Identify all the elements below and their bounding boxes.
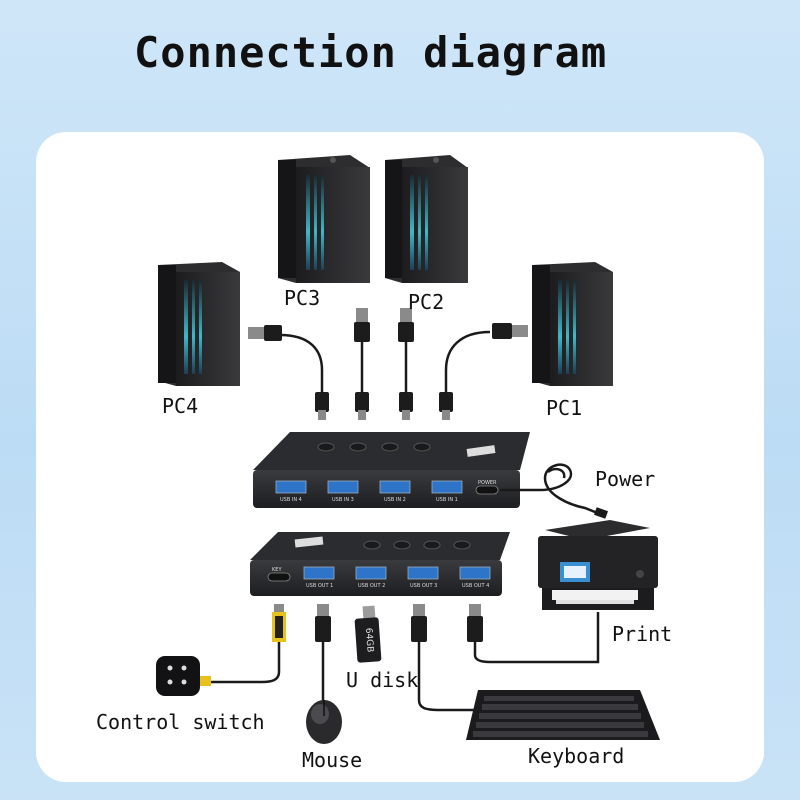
peripheral-plug-icons [272, 604, 483, 642]
port-label-power: POWER [478, 480, 497, 486]
port-label-in1: USB IN 1 [436, 497, 458, 503]
pc2-tower [385, 155, 468, 283]
usb-drive-capacity: 64GB [363, 628, 375, 653]
port-label-out2: USB OUT 2 [358, 583, 385, 589]
label-pc1: PC1 [546, 396, 583, 420]
mouse-icon [306, 700, 342, 744]
usb-port-in3 [327, 480, 359, 494]
label-pc3: PC3 [284, 286, 321, 310]
input-port-row: USB IN 4 USB IN 3 USB IN 2 USB IN 1 POWE… [275, 480, 499, 503]
pc4-tower [158, 262, 240, 386]
usb-drive-icon: 64GB [354, 605, 382, 663]
port-label-key: KEY [272, 567, 282, 573]
port-label-out3: USB OUT 3 [410, 583, 437, 589]
usb-port-out4 [459, 566, 491, 580]
power-port [475, 485, 499, 495]
keyboard-icon [466, 690, 660, 740]
usb-port-out3 [407, 566, 439, 580]
port-label-in3: USB IN 3 [332, 497, 354, 503]
printer-icon [538, 520, 658, 610]
label-mouse: Mouse [302, 748, 363, 772]
port-label-in2: USB IN 2 [384, 497, 406, 503]
output-port-row: KEY USB OUT 1 USB OUT 2 USB OUT 3 USB OU… [267, 566, 491, 589]
label-power: Power [595, 467, 656, 491]
power-cable [500, 463, 609, 519]
label-control-switch: Control switch [96, 710, 265, 734]
key-port [267, 572, 291, 582]
pc-usb-cables [279, 330, 491, 395]
usb-port-in1 [431, 480, 463, 494]
peripheral-cables [200, 612, 600, 712]
usb-port-out1 [303, 566, 335, 580]
usb-plug-icons [248, 308, 528, 420]
usb-port-in4 [275, 480, 307, 494]
usb-port-out2 [355, 566, 387, 580]
pc1-tower [532, 262, 613, 386]
port-label-in4: USB IN 4 [280, 497, 302, 503]
pc3-tower [278, 155, 370, 283]
label-keyboard: Keyboard [528, 744, 625, 768]
port-label-out4: USB OUT 4 [462, 583, 489, 589]
label-pc2: PC2 [408, 290, 445, 314]
port-label-out1: USB OUT 1 [306, 583, 333, 589]
kvm-switch-input-side [253, 432, 530, 508]
label-u-disk: U disk [346, 668, 419, 692]
label-pc4: PC4 [162, 394, 199, 418]
label-print: Print [612, 622, 673, 646]
usb-port-in2 [379, 480, 411, 494]
diagram-title: Connection diagram [134, 28, 608, 77]
control-switch-icon [156, 656, 211, 696]
